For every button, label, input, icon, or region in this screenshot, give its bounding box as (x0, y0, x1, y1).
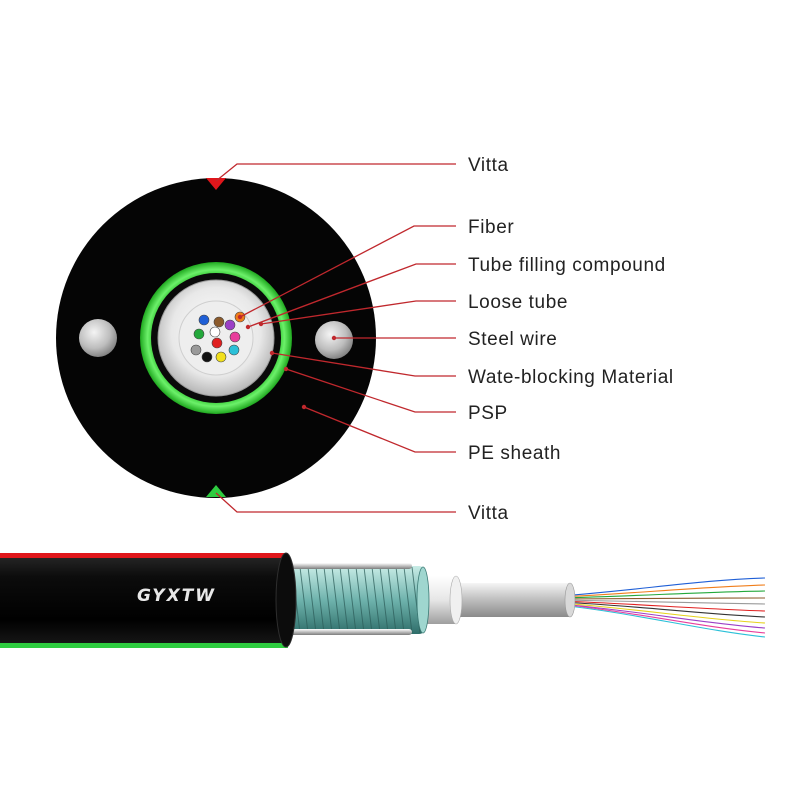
fan-fiber-green (559, 590, 766, 599)
leader-fiber (239, 225, 456, 318)
dot-water-blocking (269, 350, 275, 356)
dot-psp (283, 366, 289, 372)
steel-wire-bottom-side (280, 629, 412, 635)
dot-pe-sheath (301, 404, 307, 410)
leader-vitta-bottom (215, 492, 456, 513)
fan-fiber-blue (559, 577, 766, 597)
fiber-black (201, 351, 213, 363)
fiber-blue (198, 314, 210, 326)
fiber-yellow (215, 351, 227, 363)
label-loose-tube: Loose tube (468, 292, 568, 313)
label-psp: PSP (468, 403, 508, 424)
fiber-white (209, 326, 221, 338)
cable-side-view: GYXTW (0, 552, 766, 648)
label-vitta-top: Vitta (468, 155, 509, 176)
fan-fiber-black (559, 601, 766, 618)
steel-wire-left (79, 319, 117, 357)
psp-armour-end (416, 566, 430, 634)
label-vitta-bottom: Vitta (468, 503, 509, 524)
vitta-red-stripe (0, 553, 288, 558)
cable-brand-label: GYXTW (137, 586, 216, 606)
leader-psp (285, 368, 456, 413)
fiber-brown (213, 316, 225, 328)
fan-fiber-pink (559, 603, 766, 634)
fiber-bundle (190, 311, 246, 363)
dot-loose-tube (258, 321, 264, 327)
label-water-blocking: Wate-blocking Material (468, 367, 674, 388)
fiber-aqua (228, 344, 240, 356)
leader-lines (215, 163, 456, 513)
dot-fiber (237, 314, 243, 320)
label-pe-sheath: PE sheath (468, 443, 561, 464)
vitta-bottom-marker (206, 485, 226, 497)
fan-fiber-yellow (559, 602, 766, 624)
label-steel-wire: Steel wire (468, 329, 557, 350)
fiber-red (211, 337, 223, 349)
labels: Vitta Fiber Tube filling compound Loose … (468, 155, 674, 524)
dot-steel-wire (331, 335, 337, 341)
fiber-pink (229, 331, 241, 343)
pe-jacket-end (275, 552, 297, 648)
fiber-green (193, 328, 205, 340)
loose-tube-end (449, 575, 463, 625)
leader-water-blocking (271, 352, 456, 377)
vitta-top-marker (206, 178, 226, 190)
label-tube-filling: Tube filling compound (468, 255, 666, 276)
inner-core-segment (452, 583, 570, 617)
vitta-green-stripe (0, 643, 288, 648)
fan-fiber-red (559, 600, 766, 612)
leader-dots (237, 314, 337, 410)
pe-jacket-segment (0, 553, 288, 648)
fan-fiber-brown (559, 597, 766, 600)
dot-tube-filling (245, 324, 251, 330)
fan-fiber-orange (559, 584, 766, 598)
fan-fiber-violet (559, 603, 766, 629)
leader-loose-tube (260, 300, 456, 325)
fiber-violet (224, 319, 236, 331)
fiber-fan (559, 577, 766, 638)
fan-fiber-aqua (559, 604, 766, 638)
fan-fiber-grey (559, 599, 766, 605)
leader-tube-filling (247, 263, 456, 328)
steel-wire-top-side (280, 563, 412, 569)
inner-core-end (564, 582, 576, 618)
label-fiber: Fiber (468, 217, 514, 238)
armour-corrugation (291, 566, 421, 634)
leader-pe-sheath (303, 406, 456, 453)
fiber-grey (190, 344, 202, 356)
cross-section (56, 178, 376, 498)
leader-vitta-top (215, 163, 456, 182)
